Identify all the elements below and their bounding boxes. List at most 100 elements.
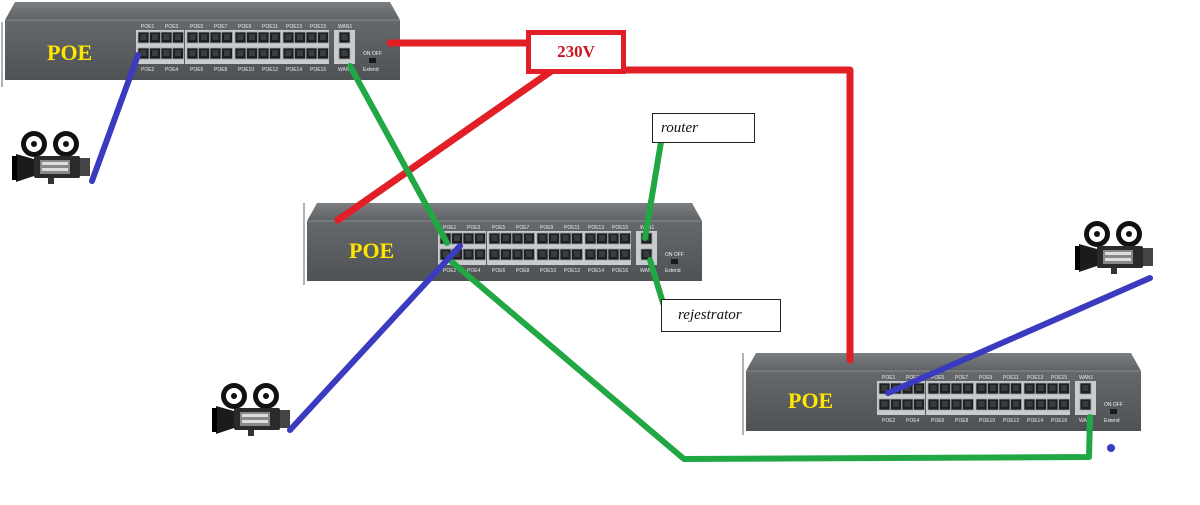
port-label: POE16	[612, 268, 628, 274]
ethernet-port	[536, 232, 549, 245]
power-switch-label: ON OFF	[665, 252, 684, 258]
ethernet-port	[294, 31, 306, 44]
wan-port	[1079, 382, 1092, 395]
power-switch	[671, 259, 678, 264]
ethernet-port	[536, 248, 549, 261]
port-label: POE3	[906, 375, 920, 381]
ethernet-port	[927, 398, 940, 411]
ethernet-port	[1023, 382, 1036, 395]
ethernet-port	[987, 382, 999, 395]
port-label: POE14	[1027, 418, 1043, 424]
ethernet-port	[269, 47, 281, 60]
ethernet-port	[305, 31, 318, 44]
ethernet-port	[160, 47, 173, 60]
port-label: POE12	[564, 268, 580, 274]
port-label: POE12	[1003, 418, 1019, 424]
wan-label: WAN2	[640, 268, 654, 274]
ethernet-port	[523, 232, 535, 245]
blue-dot	[1107, 444, 1115, 452]
port-label: POE8	[955, 418, 969, 424]
switch-title: POE	[349, 238, 394, 263]
power-switch-label: ON OFF	[363, 51, 382, 57]
ethernet-port	[1010, 382, 1022, 395]
ethernet-port	[500, 248, 512, 261]
camera-icon	[1075, 221, 1153, 274]
ethernet-port	[474, 232, 486, 245]
wan-port	[338, 47, 351, 60]
ethernet-port	[186, 47, 199, 60]
ethernet-port	[1035, 382, 1047, 395]
ethernet-port	[305, 47, 318, 60]
port-label: POE6	[190, 67, 204, 73]
ethernet-port	[596, 232, 608, 245]
ethernet-port	[149, 31, 161, 44]
ethernet-port	[571, 232, 583, 245]
ethernet-port	[234, 47, 247, 60]
ethernet-port	[462, 232, 475, 245]
router-label: router	[652, 113, 755, 143]
ethernet-port	[1058, 398, 1070, 411]
port-label: POE3	[467, 225, 481, 231]
wan-label: WAN1	[1079, 375, 1093, 381]
ethernet-port	[619, 248, 631, 261]
port-label: POE4	[906, 418, 920, 424]
port-label: POE6	[931, 418, 945, 424]
power-label-text: 230V	[557, 42, 595, 61]
port-label: POE4	[165, 67, 179, 73]
power-switch-label: ON OFF	[1104, 402, 1123, 408]
ethernet-port	[913, 382, 925, 395]
port-label: POE8	[516, 268, 530, 274]
ethernet-port	[488, 248, 501, 261]
port-label: POE10	[540, 268, 556, 274]
ethernet-port	[975, 398, 988, 411]
port-label: POE5	[931, 375, 945, 381]
ethernet-port	[246, 31, 258, 44]
port-label: POE15	[612, 225, 628, 231]
ethernet-port	[548, 248, 560, 261]
ethernet-port	[257, 31, 270, 44]
port-label: POE7	[955, 375, 969, 381]
ethernet-port	[198, 31, 210, 44]
ethernet-port	[584, 232, 597, 245]
port-label: POE10	[238, 67, 254, 73]
ethernet-port	[596, 248, 608, 261]
ethernet-port	[149, 47, 161, 60]
switch-title: POE	[788, 388, 833, 413]
ethernet-port	[890, 398, 902, 411]
ethernet-port	[1046, 398, 1059, 411]
port-label: POE13	[286, 24, 302, 30]
ethernet-port	[901, 398, 914, 411]
switch-title: POE	[47, 40, 92, 65]
extend-label: Extend	[1104, 418, 1120, 424]
port-label: POE16	[1051, 418, 1067, 424]
ethernet-port	[172, 47, 184, 60]
ethernet-port	[939, 382, 951, 395]
ethernet-port	[172, 31, 184, 44]
ethernet-port	[998, 398, 1011, 411]
port-label: POE13	[588, 225, 604, 231]
ethernet-port	[1058, 382, 1070, 395]
wan-label: WAN2	[338, 67, 352, 73]
port-label: POE12	[262, 67, 278, 73]
ethernet-port	[1035, 398, 1047, 411]
ethernet-port	[488, 232, 501, 245]
wan-label: WAN1	[338, 24, 352, 30]
wan-label: WAN2	[1079, 418, 1093, 424]
ethernet-port	[317, 31, 329, 44]
port-label: POE10	[979, 418, 995, 424]
camera-icon	[12, 131, 90, 184]
ethernet-port	[221, 31, 233, 44]
port-label: POE15	[310, 24, 326, 30]
extend-label: Extend	[665, 268, 681, 274]
power-lines	[334, 39, 854, 364]
ethernet-port	[500, 232, 512, 245]
ethernet-port	[198, 47, 210, 60]
port-label: POE2	[443, 268, 457, 274]
ethernet-port	[962, 398, 974, 411]
ethernet-port	[234, 31, 247, 44]
ethernet-port	[221, 47, 233, 60]
recorder-label-text: rejestrator	[678, 307, 742, 323]
switch-bottom-right: POE POE1POE2POE3POE4POE5POE6POE7POE8POE9…	[742, 352, 1142, 435]
ethernet-port	[913, 398, 925, 411]
